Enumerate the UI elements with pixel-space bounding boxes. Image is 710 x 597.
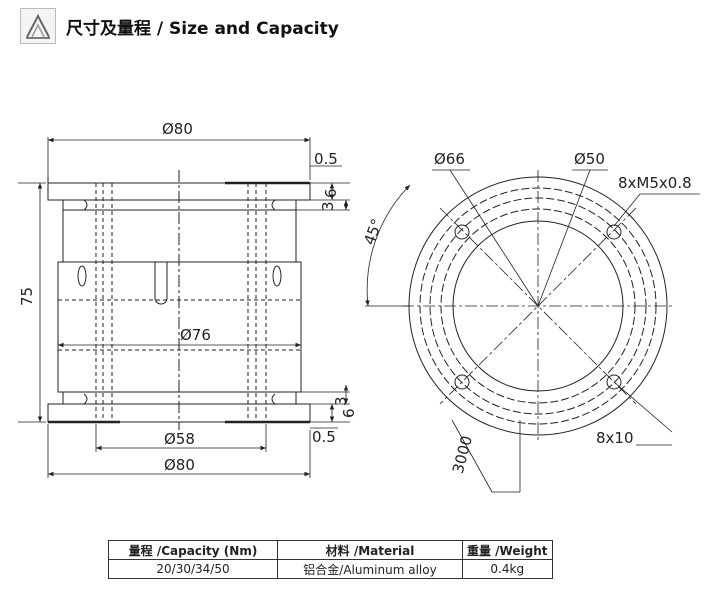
dim-holes: 8x10	[596, 429, 634, 447]
top-view	[402, 170, 675, 442]
spec-table: 量程 /Capacity (Nm) 材料 /Material 重量 /Weigh…	[108, 540, 553, 579]
header-capacity: 量程 /Capacity (Nm)	[108, 540, 278, 560]
page-title: 尺寸及量程 / Size and Capacity	[66, 18, 339, 39]
dim-base-diameter: Ø58	[164, 430, 195, 448]
cell-capacity: 20/30/34/50	[108, 559, 278, 579]
dim-bolt-circle: Ø50	[574, 150, 605, 168]
dim-overall-height: 75	[18, 287, 36, 306]
dimension-caliper-icon	[20, 8, 56, 44]
dim-cable-length: 3000	[449, 434, 476, 476]
dim-outer-diameter: Ø66	[434, 150, 465, 168]
dim-top-diameter: Ø80	[162, 120, 193, 138]
side-view	[47, 170, 311, 430]
dim-body-diameter: Ø76	[180, 326, 211, 344]
cell-material: 铝合金/Aluminum alloy	[277, 559, 463, 579]
side-view-dimensions	[18, 137, 350, 478]
dim-step-height: 3	[319, 201, 337, 211]
table-header-row: 量程 /Capacity (Nm) 材料 /Material 重量 /Weigh…	[108, 540, 553, 560]
dim-bottom-diameter: Ø80	[164, 456, 195, 474]
dim-top-flange: 6	[322, 188, 340, 198]
dim-bottom-offset: 0.5	[312, 428, 336, 446]
header-material: 材料 /Material	[277, 540, 463, 560]
page-header: 尺寸及量程 / Size and Capacity	[20, 8, 339, 44]
cell-weight: 0.4kg	[462, 559, 553, 579]
dim-bottom-flange: 6	[340, 408, 358, 418]
dim-angle: 45°	[360, 216, 386, 247]
dim-bottom-step: 3	[332, 396, 350, 406]
top-view-dimensions	[365, 169, 700, 493]
technical-drawing: Ø80 0.5 6 3 75 Ø76 3 6 0.5 Ø58 Ø80	[18, 120, 700, 493]
table-row: 20/30/34/50 铝合金/Aluminum alloy 0.4kg	[108, 559, 553, 579]
header-weight: 重量 /Weight	[462, 540, 553, 560]
dim-threads: 8xM5x0.8	[618, 174, 692, 192]
dim-top-offset: 0.5	[314, 150, 338, 168]
